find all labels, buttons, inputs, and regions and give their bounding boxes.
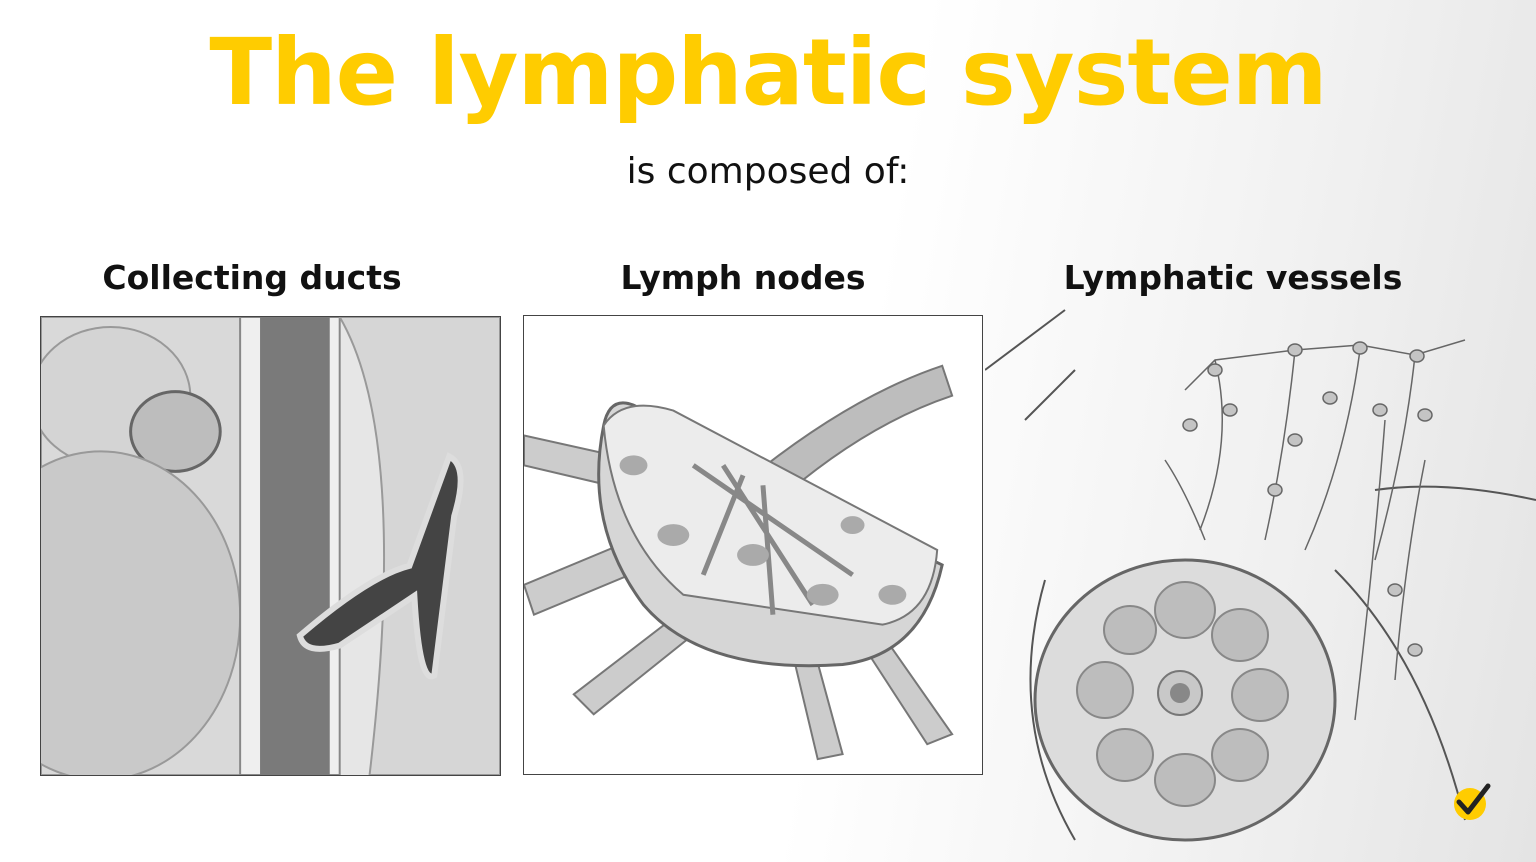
lymphatic-vessels-svg [985, 309, 1536, 842]
label-lymph-nodes: Lymph nodes [620, 258, 866, 297]
page-title: The lymphatic system [209, 19, 1327, 126]
page-subtitle: is composed of: [626, 151, 910, 192]
lymph-node-illustration [523, 315, 983, 775]
collecting-ducts-illustration [40, 316, 501, 776]
label-collecting-ducts: Collecting ducts [102, 258, 402, 297]
label-lymphatic-vessels: Lymphatic vessels [1063, 258, 1403, 297]
checkmark-badge-icon [1450, 780, 1494, 824]
lymphatic-vessels-illustration [985, 300, 1536, 862]
lymph-node-svg [524, 316, 982, 774]
collecting-ducts-svg [41, 317, 500, 775]
